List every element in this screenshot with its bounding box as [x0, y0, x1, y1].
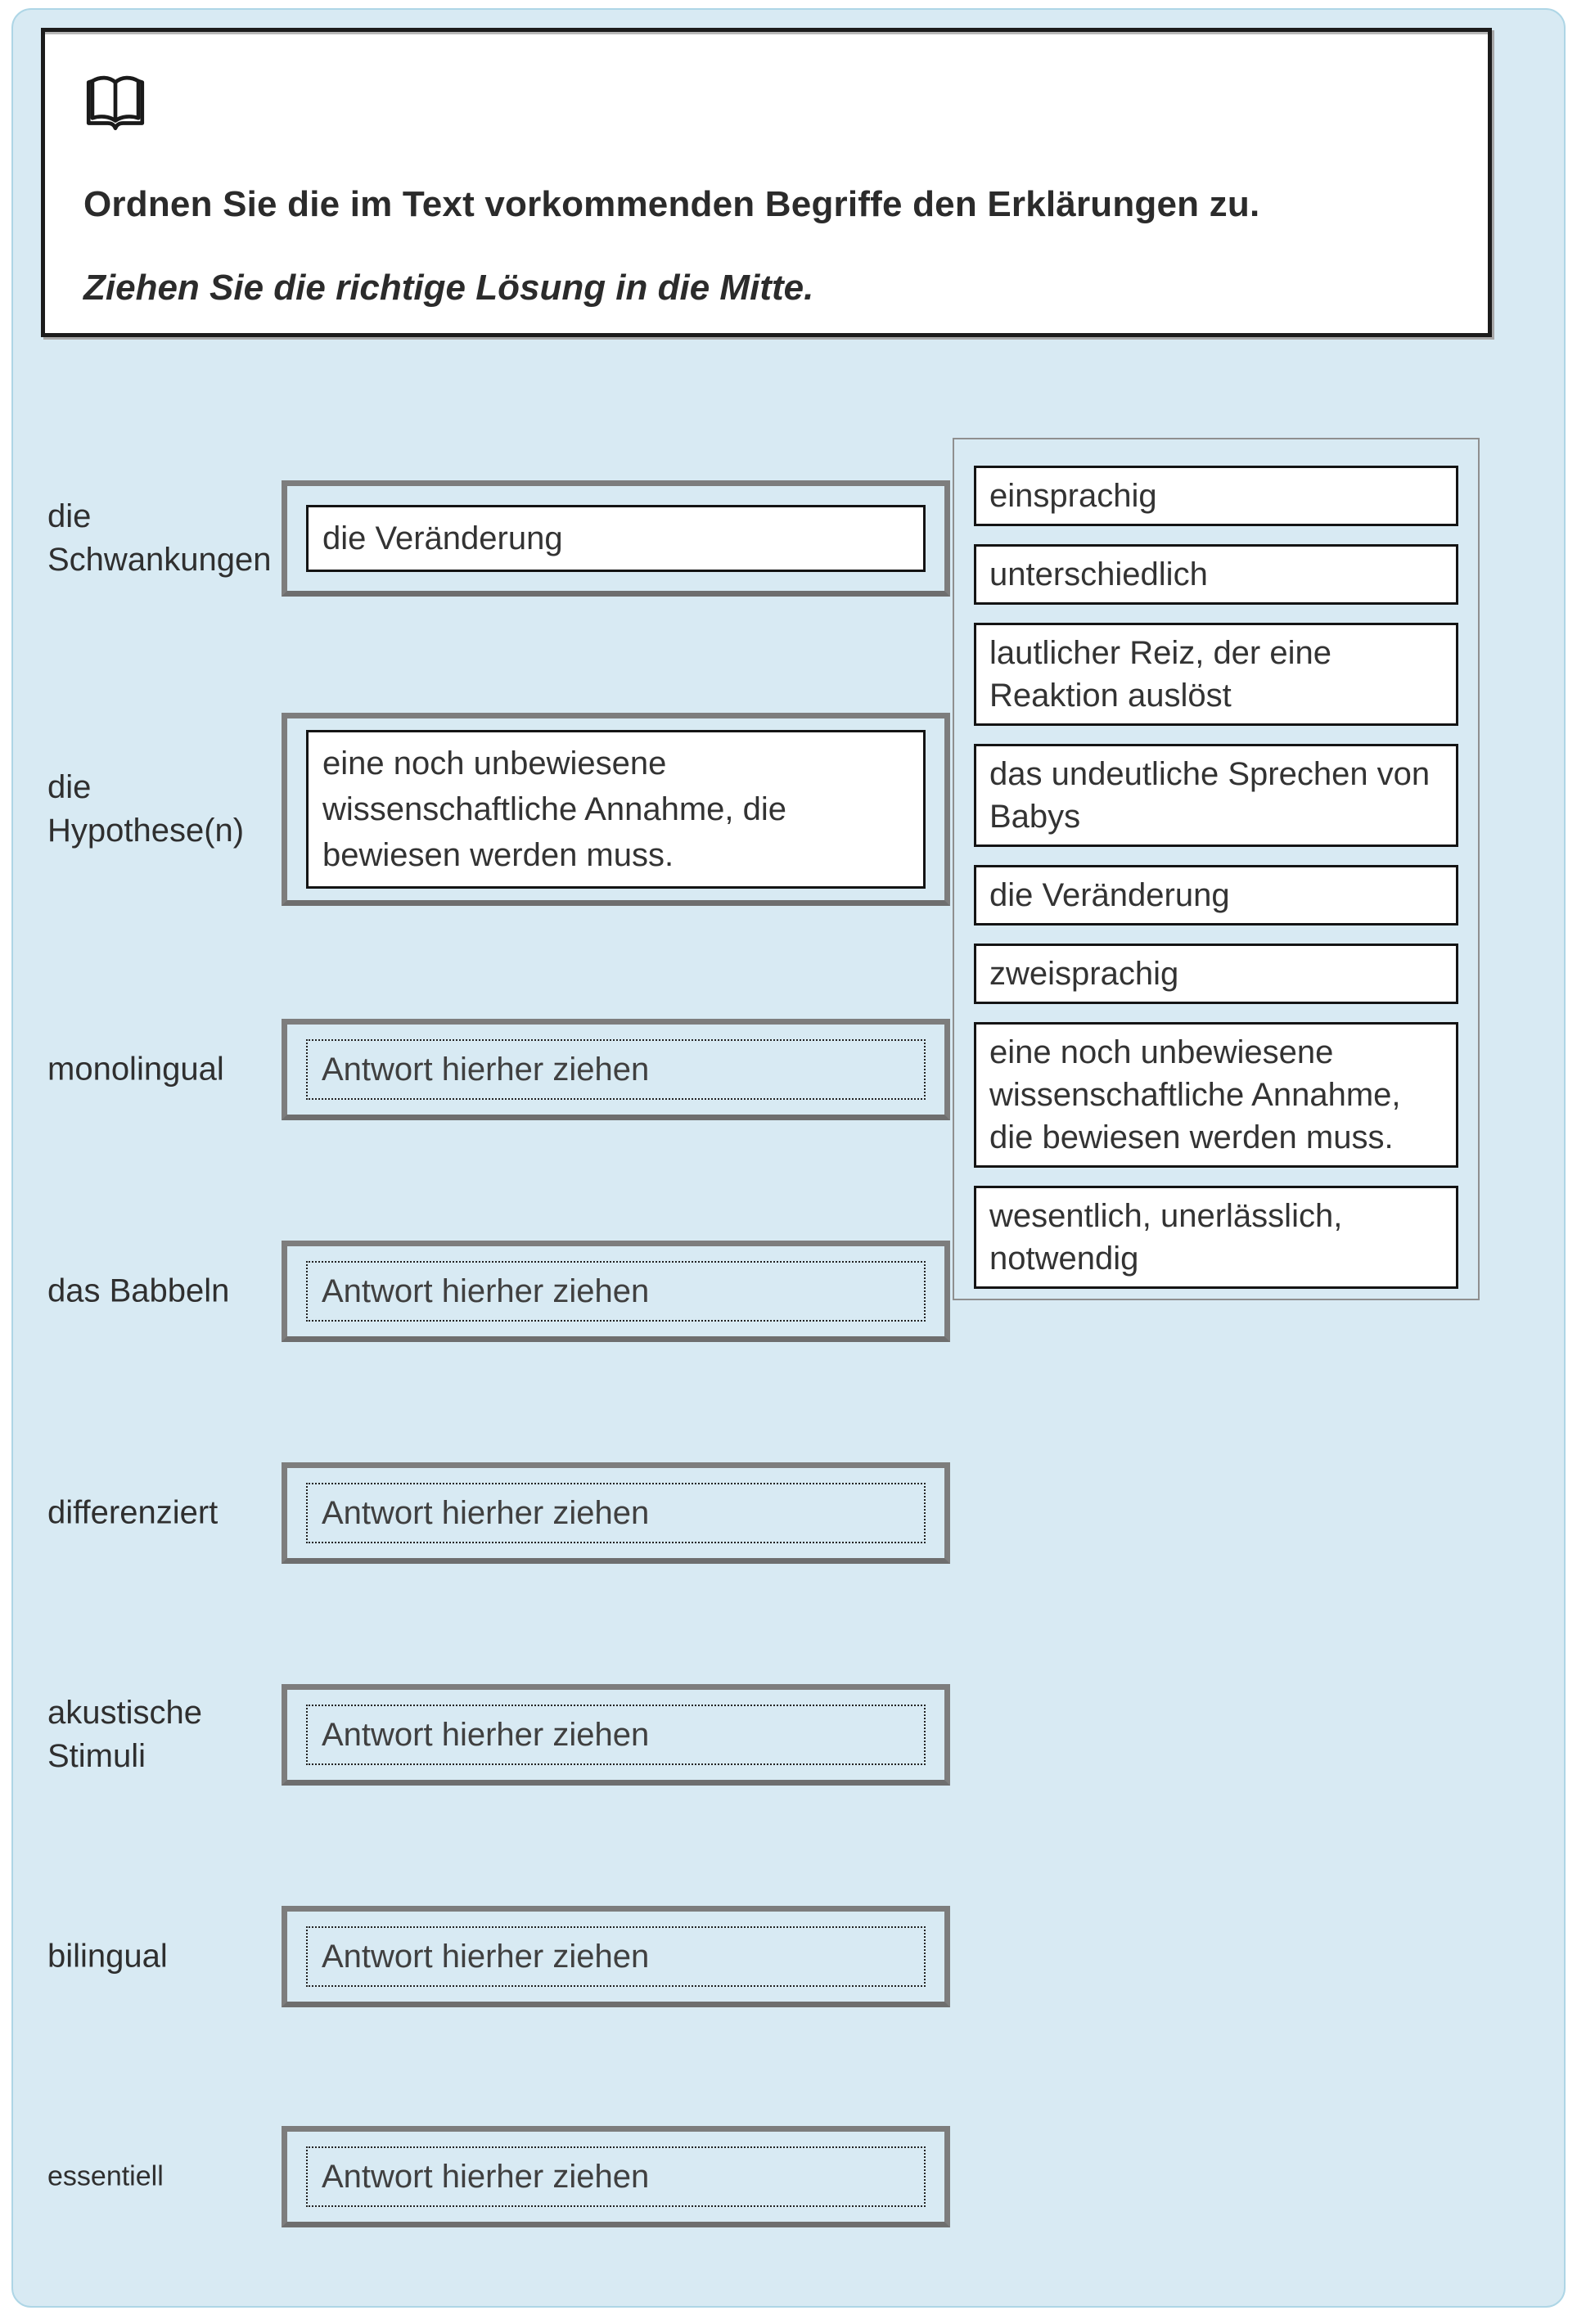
drop-zone-differenziert[interactable]: Antwort hierher ziehen [282, 1462, 950, 1564]
drop-zone-essentiell[interactable]: Antwort hierher ziehen [282, 2126, 950, 2227]
match-row: die Schwankungen die Veränderung [13, 480, 995, 597]
instruction-box: Ordnen Sie die im Text vorkommenden Begr… [41, 28, 1492, 337]
term-label-monolingual: monolingual [47, 1051, 224, 1088]
match-row: differenziert Antwort hierher ziehen [13, 1462, 995, 1564]
match-row: bilingual Antwort hierher ziehen [13, 1906, 995, 2007]
term-label-differenziert: differenziert [47, 1494, 219, 1531]
option-wesentlich[interactable]: wesentlich, unerlässlich, notwendig [974, 1186, 1458, 1289]
option-lautlicher-reiz[interactable]: lautlicher Reiz, der eine Reaktion auslö… [974, 623, 1458, 726]
drop-placeholder[interactable]: Antwort hierher ziehen [306, 1038, 926, 1101]
answer-chip[interactable]: eine noch unbewiesene wissenschaftliche … [306, 730, 926, 889]
match-row: essentiell Antwort hierher ziehen [13, 2126, 995, 2227]
answer-chip[interactable]: die Veränderung [306, 505, 926, 572]
exercise-container: Ordnen Sie die im Text vorkommenden Begr… [11, 8, 1566, 2308]
option-undeutliches-sprechen[interactable]: das undeutliche Sprechen von Babys [974, 744, 1458, 847]
drop-zone-schwankungen[interactable]: die Veränderung [282, 480, 950, 597]
option-unbewiesene-annahme[interactable]: eine noch unbewiesene wissenschaftliche … [974, 1022, 1458, 1168]
term-label-babbeln: das Babbeln [47, 1272, 230, 1309]
match-row: akustische Stimuli Antwort hierher ziehe… [13, 1684, 995, 1786]
drop-placeholder[interactable]: Antwort hierher ziehen [306, 2146, 926, 2208]
term-label-hypothese: die Hypothese(n) [47, 769, 245, 849]
exercise-heading: Ordnen Sie die im Text vorkommenden Begr… [83, 184, 1260, 224]
option-veraenderung[interactable]: die Veränderung [974, 865, 1458, 926]
options-panel: einsprachig unterschiedlich lautlicher R… [953, 438, 1480, 1300]
drop-zone-bilingual[interactable]: Antwort hierher ziehen [282, 1906, 950, 2007]
drop-zone-akustische-stimuli[interactable]: Antwort hierher ziehen [282, 1684, 950, 1786]
drop-placeholder[interactable]: Antwort hierher ziehen [306, 1482, 926, 1544]
option-zweisprachig[interactable]: zweisprachig [974, 944, 1458, 1004]
term-label-akustische-stimuli: akustische Stimuli [47, 1695, 202, 1774]
option-einsprachig[interactable]: einsprachig [974, 466, 1458, 526]
term-label-schwankungen: die Schwankungen [47, 498, 272, 578]
match-row: monolingual Antwort hierher ziehen [13, 1019, 995, 1120]
drop-placeholder[interactable]: Antwort hierher ziehen [306, 1260, 926, 1322]
drop-zone-babbeln[interactable]: Antwort hierher ziehen [282, 1241, 950, 1342]
open-book-icon [86, 75, 145, 131]
match-row: das Babbeln Antwort hierher ziehen [13, 1241, 995, 1342]
term-label-bilingual: bilingual [47, 1938, 168, 1975]
option-unterschiedlich[interactable]: unterschiedlich [974, 544, 1458, 605]
match-row: die Hypothese(n) eine noch unbewiesene w… [13, 713, 995, 906]
term-label-essentiell: essentiell [47, 2160, 164, 2192]
exercise-subheading: Ziehen Sie die richtige Lösung in die Mi… [83, 268, 814, 308]
drop-placeholder[interactable]: Antwort hierher ziehen [306, 1704, 926, 1766]
drop-placeholder[interactable]: Antwort hierher ziehen [306, 1925, 926, 1988]
drop-zone-monolingual[interactable]: Antwort hierher ziehen [282, 1019, 950, 1120]
drop-zone-hypothese[interactable]: eine noch unbewiesene wissenschaftliche … [282, 713, 950, 906]
